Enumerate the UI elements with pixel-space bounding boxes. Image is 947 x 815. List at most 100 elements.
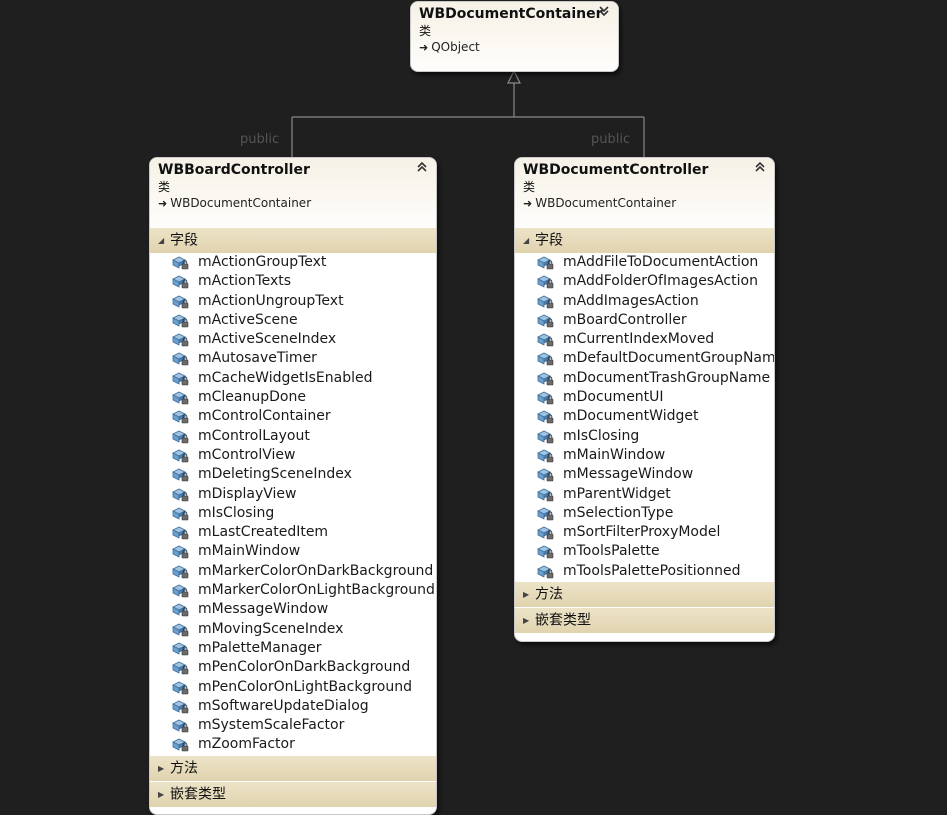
inherits-arrow-icon: ➜ [419,41,429,54]
field-item[interactable]: mToolsPalettePositionned [515,562,774,581]
field-item[interactable]: mActionGroupText [150,253,436,272]
field-name: mDocumentTrashGroupName [563,369,771,386]
private-field-icon [172,351,190,367]
private-field-icon [172,255,190,271]
field-item[interactable]: mMarkerColorOnLightBackground [150,581,436,600]
section-methods[interactable]: ▶方法 [150,754,436,781]
section-label: 字段 [535,232,563,249]
field-item[interactable]: mAddFileToDocumentAction [515,253,774,272]
section-nested-types[interactable]: ▶嵌套类型 [515,607,774,634]
section-fields[interactable]: ◢字段 [515,227,774,253]
private-field-icon [172,641,190,657]
private-field-icon [172,583,190,599]
triangle-collapsed-icon: ▶ [158,789,165,799]
field-item[interactable]: mMessageWindow [515,465,774,484]
field-item[interactable]: mActiveScene [150,311,436,330]
private-field-icon [172,390,190,406]
field-item[interactable]: mActiveSceneIndex [150,330,436,349]
field-name: mZoomFactor [198,736,295,753]
double-chevron-up-icon[interactable] [754,161,766,177]
field-item[interactable]: mParentWidget [515,485,774,504]
field-item[interactable]: mAutosaveTimer [150,349,436,368]
section-nested-types[interactable]: ▶ 嵌套类型 [150,780,436,807]
field-item[interactable]: mZoomFactor [150,735,436,754]
field-item[interactable]: mControlView [150,446,436,465]
field-name: mParentWidget [563,485,671,502]
field-item[interactable]: mPenColorOnDarkBackground [150,658,436,677]
field-item[interactable]: mDeletingSceneIndex [150,465,436,484]
field-name: mPenColorOnDarkBackground [198,659,411,676]
field-name: mPenColorOnLightBackground [198,678,412,695]
field-item[interactable]: mCurrentIndexMoved [515,330,774,349]
triangle-expanded-icon: ◢ [158,236,165,245]
field-item[interactable]: mPenColorOnLightBackground [150,678,436,697]
field-name: mActiveScene [198,311,298,328]
field-item[interactable]: mMainWindow [515,446,774,465]
section-label: 嵌套类型 [170,786,226,803]
field-item[interactable]: mAddImagesAction [515,292,774,311]
private-field-icon [172,544,190,560]
private-field-icon [537,467,555,483]
field-item[interactable]: mSoftwareUpdateDialog [150,697,436,716]
field-item[interactable]: mActionUngroupText [150,292,436,311]
class-box-wbdocumentcontroller[interactable]: WBDocumentController 类 ➜WBDocumentContai… [514,157,775,642]
private-field-icon [172,660,190,676]
field-item[interactable]: mControlLayout [150,427,436,446]
double-chevron-down-icon[interactable] [598,5,610,21]
section-methods[interactable]: ▶方法 [515,581,774,608]
field-name: mBoardController [563,311,687,328]
field-name: mCleanupDone [198,389,306,406]
field-item[interactable]: mActionTexts [150,272,436,291]
field-item[interactable]: mSystemScaleFactor [150,716,436,735]
field-item[interactable]: mSelectionType [515,504,774,523]
field-item[interactable]: mToolsPalette [515,542,774,561]
private-field-icon [172,313,190,329]
field-item[interactable]: mSortFilterProxyModel [515,523,774,542]
private-field-icon [172,467,190,483]
field-name: mActiveSceneIndex [198,331,337,348]
field-name: mMovingSceneIndex [198,620,344,637]
private-field-icon [537,371,555,387]
private-field-icon [172,294,190,310]
field-name: mCacheWidgetIsEnabled [198,369,373,386]
field-name: mToolsPalette [563,543,660,560]
field-item[interactable]: mCacheWidgetIsEnabled [150,369,436,388]
private-field-icon [172,680,190,696]
field-name: mDocumentUI [563,389,664,406]
field-item[interactable]: mDefaultDocumentGroupName [515,349,774,368]
field-name: mAddImagesAction [563,292,699,309]
field-item[interactable]: mDocumentTrashGroupName [515,369,774,388]
section-fields[interactable]: ◢字段 [150,227,436,253]
field-name: mToolsPalettePositionned [563,562,741,579]
field-name: mMessageWindow [563,466,694,483]
field-item[interactable]: mMessageWindow [150,600,436,619]
class-name: WBDocumentController [523,162,709,178]
field-item[interactable]: mDocumentUI [515,388,774,407]
field-item[interactable]: mCleanupDone [150,388,436,407]
field-item[interactable]: mLastCreatedItem [150,523,436,542]
double-chevron-up-icon[interactable] [416,161,428,177]
inherits-arrow-icon: ➜ [158,197,168,210]
field-item[interactable]: mDisplayView [150,485,436,504]
class-header: WBBoardController 类 ➜WBDocumentContainer [150,158,436,227]
field-name: mMessageWindow [198,601,329,618]
class-box-wbboardcontroller[interactable]: WBBoardController 类 ➜WBDocumentContainer… [149,157,437,815]
field-item[interactable]: mMovingSceneIndex [150,620,436,639]
field-item[interactable]: mDocumentWidget [515,407,774,426]
field-item[interactable]: mPaletteManager [150,639,436,658]
field-item[interactable]: mBoardController [515,311,774,330]
field-item[interactable]: mMainWindow [150,542,436,561]
private-field-icon [537,525,555,541]
field-name: mActionTexts [198,273,292,290]
private-field-icon [172,525,190,541]
field-item[interactable]: mAddFolderOfImagesAction [515,272,774,291]
private-field-icon [537,564,555,580]
field-item[interactable]: mIsClosing [150,504,436,523]
field-item[interactable]: mIsClosing [515,427,774,446]
field-name: mCurrentIndexMoved [563,331,715,348]
field-item[interactable]: mControlContainer [150,407,436,426]
field-item[interactable]: mMarkerColorOnDarkBackground [150,562,436,581]
class-box-wbdocumentcontainer[interactable]: WBDocumentContainer 类 ➜QObject [410,1,619,72]
